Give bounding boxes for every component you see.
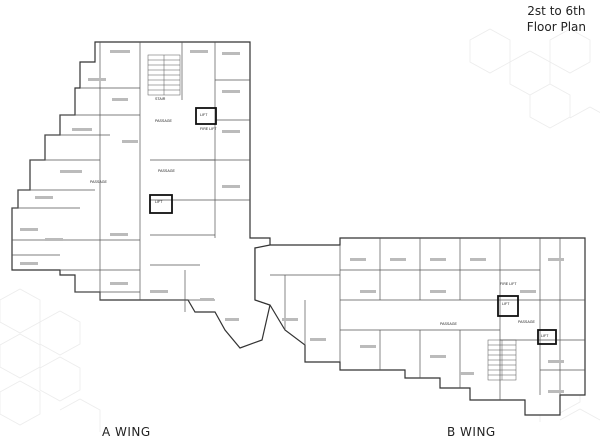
passage-label-3: PASSAGE — [90, 180, 108, 184]
lift-b-2 — [537, 329, 557, 345]
fire-lift-label-1: FIRE LIFT — [200, 127, 217, 131]
b-wing-walls — [270, 238, 585, 400]
plan-text: PASSAGE PASSAGE PASSAGE PASSAGE PASSAGE … — [90, 97, 549, 338]
title-line-2: Floor Plan — [526, 20, 586, 34]
floor-plan-title: 2st to 6th Floor Plan — [527, 3, 586, 35]
lift-cores — [149, 107, 557, 345]
lift-label-2: LIFT — [200, 113, 208, 117]
stair-label: STAIR — [155, 97, 166, 101]
passage-label-5: PASSAGE — [518, 320, 536, 324]
a-wing-outline — [11, 41, 271, 349]
lift-label-3: LIFT — [502, 302, 510, 306]
stair-b — [487, 339, 517, 381]
b-wing-label: B WING — [447, 425, 496, 439]
b-wing-plan — [254, 237, 586, 416]
lift-label-4: LIFT — [541, 334, 549, 338]
room-labels — [20, 50, 564, 393]
a-wing-plan — [11, 41, 271, 349]
fire-lift-label-2: FIRE LIFT — [500, 282, 517, 286]
passage-label-1: PASSAGE — [155, 119, 173, 123]
title-line-1: 2st to 6th — [527, 4, 586, 18]
b-wing-outline — [254, 237, 586, 416]
passage-label-2: PASSAGE — [158, 169, 176, 173]
passage-label-4: PASSAGE — [440, 322, 458, 326]
lift-a-2 — [195, 107, 217, 125]
stair-a — [147, 54, 181, 96]
lift-label-1: LIFT — [155, 200, 163, 204]
lift-a-1 — [149, 194, 173, 214]
a-wing-walls — [12, 42, 250, 312]
a-wing-label: A WING — [102, 425, 151, 439]
lift-b-1 — [497, 295, 519, 317]
